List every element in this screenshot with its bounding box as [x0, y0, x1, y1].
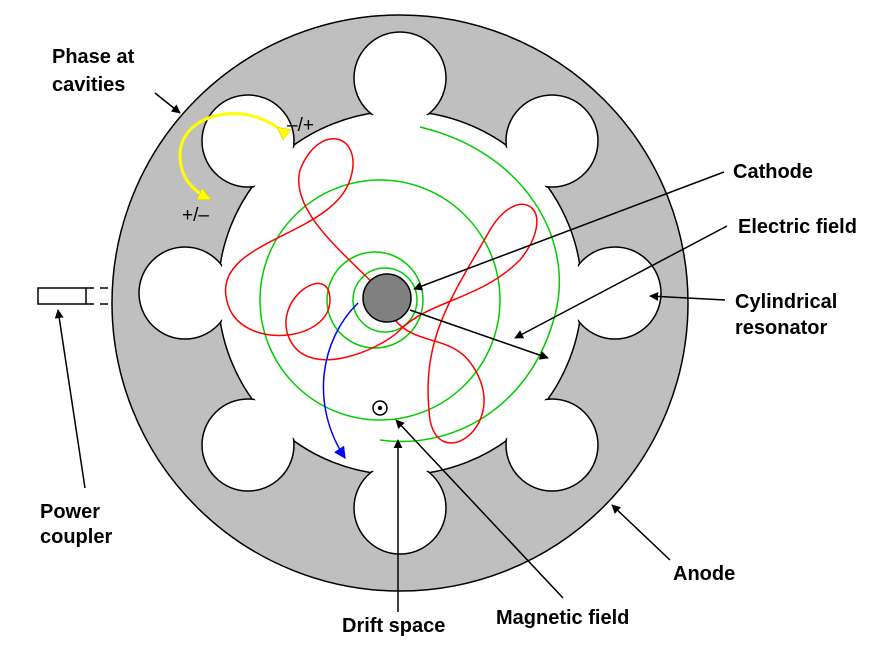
pointer-lines [54, 92, 728, 612]
cavity-slot [502, 395, 561, 454]
drift-arrow [322, 302, 359, 460]
power-coupler-label-line1: Power [40, 501, 100, 523]
electric-field-pointer [514, 225, 728, 339]
resonator-label-line1: Cylindrical [735, 291, 837, 313]
magnetic-field-dot [377, 405, 383, 411]
magnetic-field-pointer [395, 419, 564, 599]
drift-space-label: Drift space [342, 615, 445, 637]
field-vector-pointer [409, 309, 549, 360]
field-line-arc [379, 126, 560, 443]
phase-pointer [154, 92, 181, 114]
electric-field-lines [259, 126, 560, 443]
cathode [362, 273, 412, 323]
anode-label: Anode [673, 563, 735, 585]
field-ring-middle [326, 251, 424, 349]
cavity-slot [239, 395, 298, 454]
phase-label-line1: Phase at [52, 46, 135, 68]
field-ring-outer [259, 179, 501, 421]
power-coupler-label-line2: coupler [40, 526, 112, 548]
phase-arrow [178, 112, 278, 201]
electron-loop-right [394, 203, 538, 444]
resonator-pointer [649, 291, 726, 301]
anode-pointer [611, 504, 671, 561]
magnetic-field-label: Magnetic field [496, 607, 629, 629]
cathode-label: Cathode [733, 161, 813, 183]
resonator-label-line2: resonator [735, 317, 827, 339]
minus-plus-label: –/+ [287, 115, 314, 136]
plus-minus-label: +/– [182, 205, 209, 226]
electric-field-label: Electric field [738, 216, 857, 238]
electron-paths [224, 138, 538, 444]
electron-loop-top [224, 138, 381, 311]
phase-label-line2: cavities [52, 74, 125, 96]
power-coupler-stub [37, 287, 87, 305]
cavity-slot [502, 132, 561, 191]
power-coupler-pointer [54, 309, 86, 489]
electron-loop-left [229, 282, 401, 361]
cathode-pointer [413, 171, 725, 291]
field-ring-inner [352, 267, 418, 333]
